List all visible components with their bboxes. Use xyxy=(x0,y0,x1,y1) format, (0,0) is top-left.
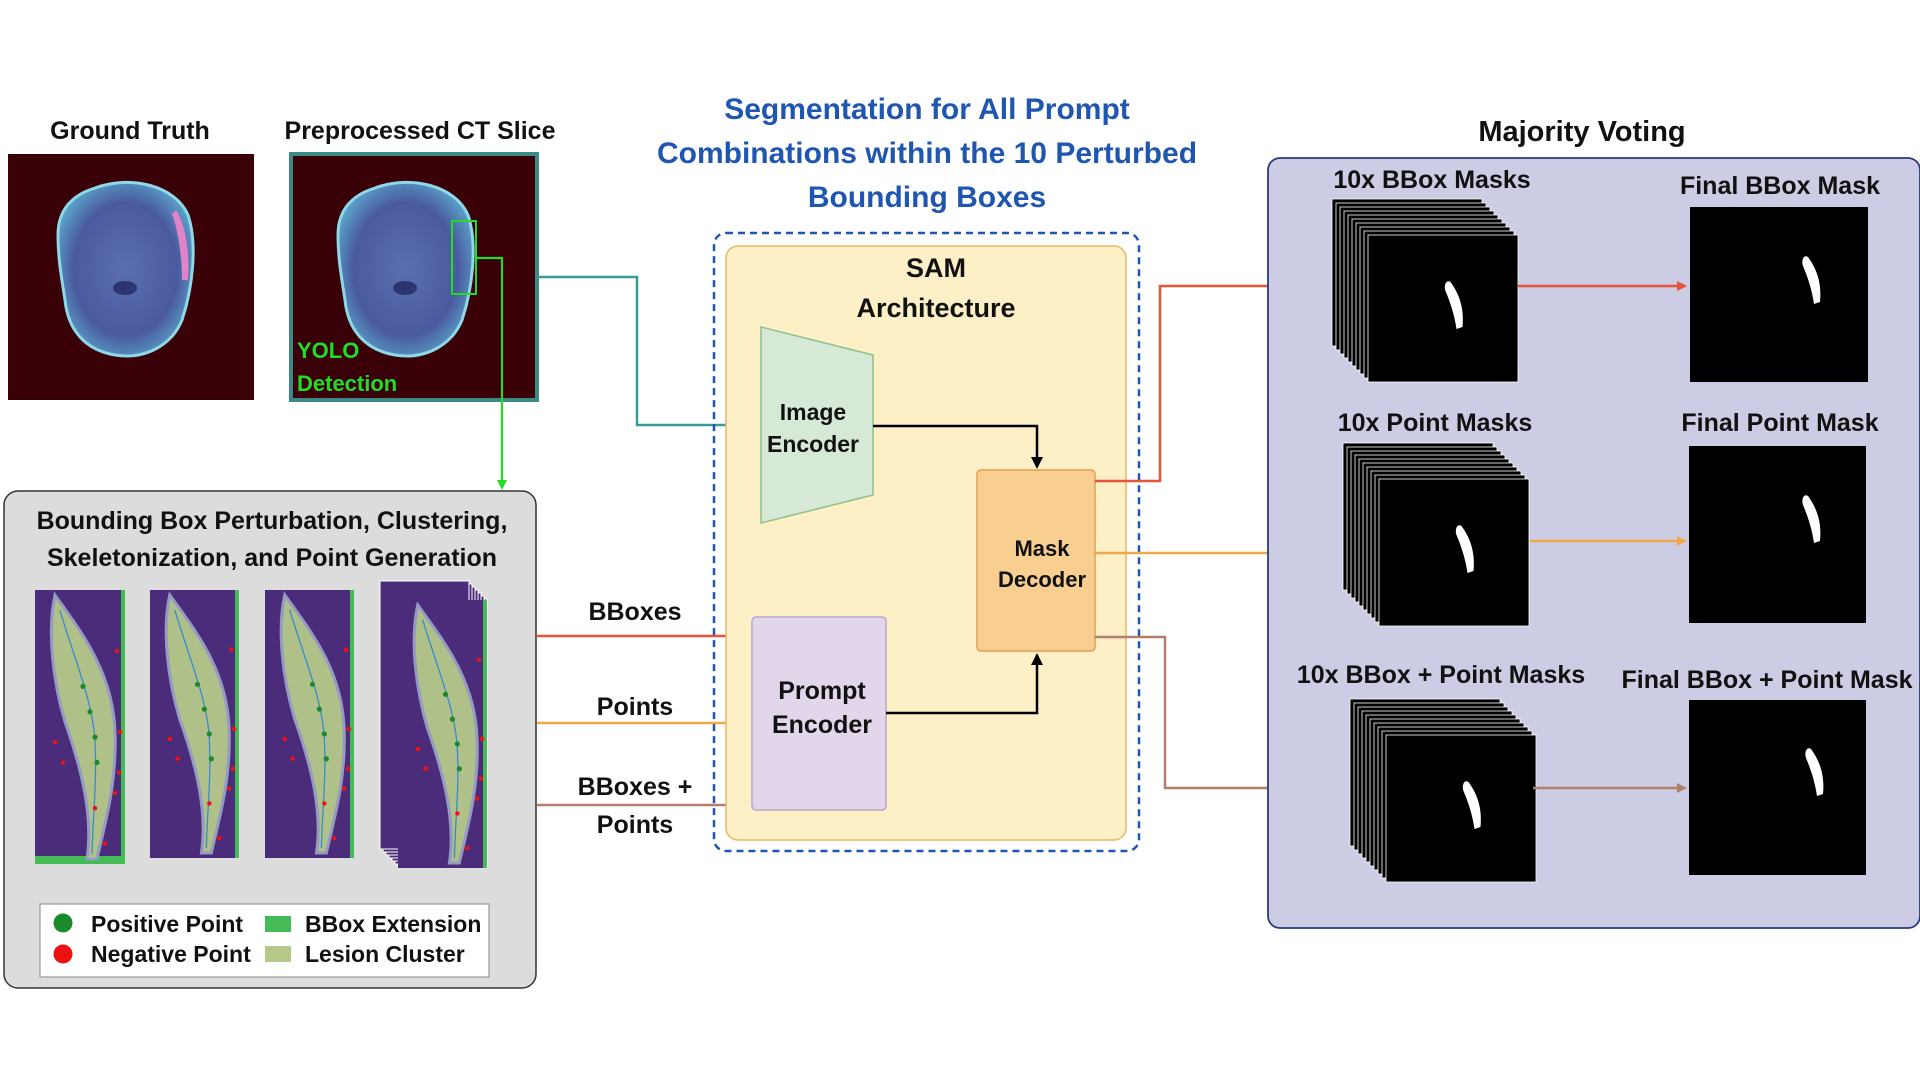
bbox-masks-label: 10x BBox Masks xyxy=(1333,166,1530,194)
sam-title-1: SAM xyxy=(906,253,966,283)
majority-voting-title: Majority Voting xyxy=(1478,116,1685,148)
lesion-ground-truth xyxy=(172,210,189,280)
segmentation-title-2: Combinations within the 10 Perturbed xyxy=(657,137,1197,170)
image-encoder-label-2: Encoder xyxy=(767,431,859,457)
bbox-extension-swatch xyxy=(265,916,291,932)
perturbed-crop-4 xyxy=(398,600,487,868)
prompt-encoder-label-1: Prompt xyxy=(778,677,866,705)
image-encoder-label-1: Image xyxy=(780,399,846,425)
ct-to-image-encoder-arrow xyxy=(537,275,757,430)
final-point-label: Final Point Mask xyxy=(1681,409,1878,437)
point-masks-label: 10x Point Masks xyxy=(1338,409,1533,437)
points-label: Points xyxy=(597,693,673,721)
mask-decoder-label-2: Decoder xyxy=(998,567,1086,592)
prompt-encoder-to-decoder-arrow xyxy=(886,653,1043,715)
positive-point-swatch xyxy=(53,913,73,933)
combo-masks-label: 10x BBox + Point Masks xyxy=(1297,661,1585,689)
lesion-mask-shape xyxy=(1462,781,1481,830)
final-bbox-mask xyxy=(1690,207,1868,382)
legend-cluster: Lesion Cluster xyxy=(305,941,465,967)
ct-slice-image: YOLO Detection xyxy=(289,152,539,402)
yolo-to-perturbation-arrow xyxy=(476,256,507,490)
decoder-to-combo-masks-arrow xyxy=(1095,635,1348,793)
legend-extension: BBox Extension xyxy=(305,911,481,937)
combo-mask-stack xyxy=(1349,698,1537,883)
perturbed-crop-1 xyxy=(35,590,125,864)
image-encoder-to-decoder-arrow xyxy=(873,424,1043,469)
ct-slice-title: Preprocessed CT Slice xyxy=(285,117,556,145)
yolo-label-2: Detection xyxy=(297,371,397,396)
perturbation-title-2: Skeletonization, and Point Generation xyxy=(47,544,497,572)
final-combo-mask xyxy=(1689,700,1866,875)
mask-layer xyxy=(1367,234,1519,383)
legend-positive: Positive Point xyxy=(91,911,243,937)
decoder-to-bbox-masks-arrow xyxy=(1095,281,1332,483)
mask-decoder: Mask Decoder xyxy=(976,469,1096,652)
lesion-cluster-swatch xyxy=(265,946,291,962)
image-encoder: Image Encoder xyxy=(760,326,874,524)
bbox-mask-stack xyxy=(1331,198,1519,383)
ground-truth-image xyxy=(8,154,254,400)
final-combo-label: Final BBox + Point Mask xyxy=(1621,666,1912,694)
perturbation-crops xyxy=(35,580,488,868)
prompt-encoder: Prompt Encoder xyxy=(751,616,887,811)
yolo-label-1: YOLO xyxy=(297,338,359,363)
legend: Positive Point Negative Point BBox Exten… xyxy=(39,903,490,978)
mask-stacks xyxy=(1331,198,1537,883)
prompt-encoder-label-2: Encoder xyxy=(772,711,872,739)
legend-negative: Negative Point xyxy=(91,941,251,967)
final-bbox-label: Final BBox Mask xyxy=(1680,172,1880,200)
ground-truth-title: Ground Truth xyxy=(50,117,210,145)
sam-title-2: Architecture xyxy=(856,293,1015,323)
point-mask-stack xyxy=(1342,442,1530,627)
final-point-mask xyxy=(1689,446,1866,623)
segmentation-title-3: Bounding Boxes xyxy=(808,181,1046,214)
segmentation-title-1: Segmentation for All Prompt xyxy=(724,93,1130,126)
perturbed-crop-3 xyxy=(265,590,354,858)
combo-label-1: BBoxes + xyxy=(578,773,693,801)
combo-label-2: Points xyxy=(597,811,673,839)
negative-point-swatch xyxy=(53,944,73,964)
lesion-mask-shape xyxy=(1455,525,1474,574)
perturbation-title-1: Bounding Box Perturbation, Clustering, xyxy=(37,507,508,535)
mask-layer xyxy=(1378,478,1530,627)
lesion-mask-shape xyxy=(1444,281,1463,330)
bboxes-label: BBoxes xyxy=(588,598,681,626)
mask-decoder-label-1: Mask xyxy=(1014,536,1070,561)
mask-layer xyxy=(1385,734,1537,883)
perturbed-crop-2 xyxy=(150,590,239,858)
